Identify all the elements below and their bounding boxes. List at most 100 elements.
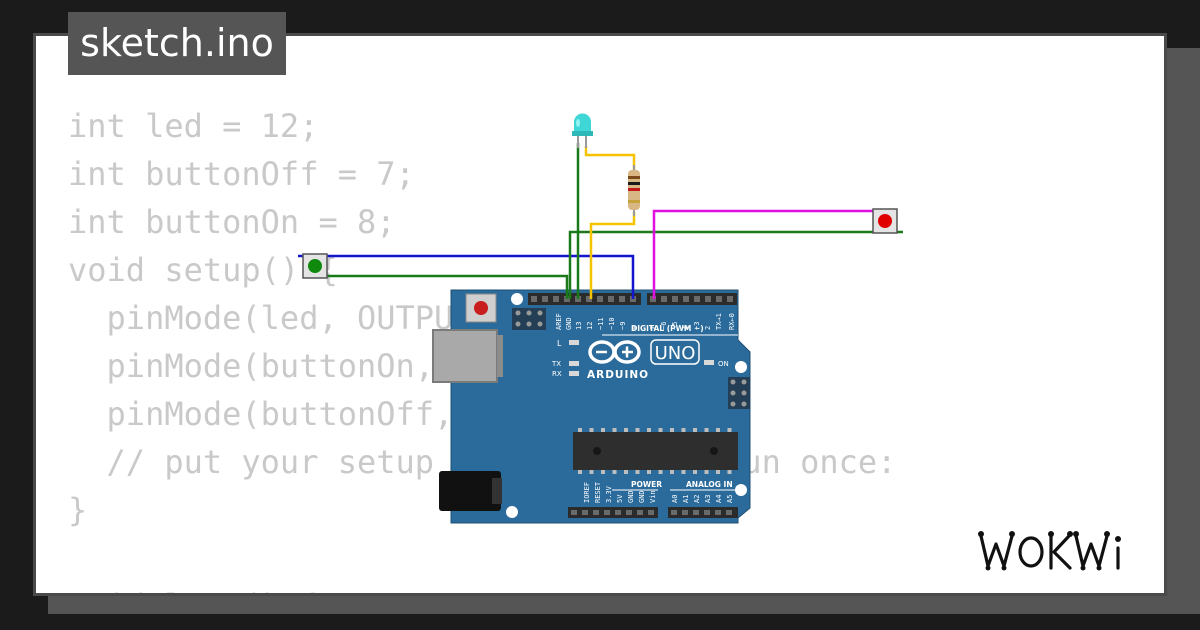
led-tx-label: TX	[551, 360, 561, 368]
reset-button-cap[interactable]	[474, 301, 488, 315]
header-pin-hole	[693, 510, 699, 515]
header-pin-hole	[682, 510, 688, 515]
analog-pin-labels: A0 A1 A2 A3 A4 A5	[671, 495, 734, 503]
led-rx-label: RX	[552, 370, 562, 378]
pin-label: GND	[638, 490, 646, 503]
arduino-label: ARDUINO	[587, 369, 649, 381]
header-pin-hole	[571, 510, 577, 515]
wire-green-right[interactable]	[568, 230, 903, 299]
header-pin-hole	[531, 296, 537, 302]
pin-label: RX←0	[728, 313, 736, 330]
wire-green-left[interactable]	[317, 274, 569, 299]
pin-label: ~10	[608, 317, 616, 330]
pin-label: A5	[726, 495, 734, 503]
led-component[interactable]	[572, 113, 593, 149]
code-line: int buttonOff = 7;	[68, 155, 415, 193]
header-pin-hole	[705, 296, 711, 302]
pin-label: A4	[715, 495, 723, 503]
header-pin-hole	[648, 510, 654, 515]
pin-label: ~3	[693, 322, 701, 330]
analog-header	[668, 507, 738, 518]
power-label: POWER	[631, 480, 662, 489]
usb-connector	[432, 329, 498, 383]
header-pin-hole	[683, 296, 689, 302]
uno-badge	[650, 339, 700, 365]
header-pin-hole	[553, 296, 559, 302]
header-pin-hole	[637, 510, 643, 515]
code-line: }	[68, 491, 88, 529]
header-pin-hole	[672, 296, 678, 302]
header-pin-hole	[716, 296, 722, 302]
header-pin-hole	[671, 510, 677, 515]
digital-header-right	[647, 293, 737, 305]
led-on-label: ON	[718, 360, 729, 368]
code-line: void setup() {	[68, 251, 338, 289]
header-pin-hole	[727, 296, 733, 302]
header-pin-hole	[582, 510, 588, 515]
pin-label: GND	[627, 490, 635, 503]
wire-yellow-led[interactable]	[584, 146, 636, 170]
pin-label: ~6	[660, 322, 668, 330]
power-jack	[439, 471, 501, 511]
pushbutton-red[interactable]	[872, 208, 898, 234]
header-pin-hole	[542, 296, 548, 302]
power-pin-labels: IOREF RESET 3.3V 5V GND GND Vin	[583, 481, 657, 503]
wokwi-logo-mark	[978, 531, 1121, 571]
pin-label: A2	[693, 495, 701, 503]
header-pin-hole	[604, 510, 610, 515]
pin-label: A0	[671, 495, 679, 503]
code-line: int led = 12;	[68, 107, 319, 145]
power-header	[568, 507, 658, 518]
pin-label: RESET	[594, 481, 602, 503]
arduino-logo	[588, 340, 641, 364]
header-pin-hole	[694, 296, 700, 302]
pin-label: 2	[704, 326, 712, 330]
pin-label: GND	[565, 317, 573, 330]
pin-label: Vin	[649, 490, 657, 503]
microcontroller-chip	[573, 428, 738, 474]
pushbutton-green[interactable]	[302, 253, 328, 279]
arduino-uno-board[interactable]: AREF GND 13 12 ~11 ~10 ~9 8 7 ~6 ~5 4 ~3…	[432, 289, 751, 524]
resistor-component[interactable]	[628, 165, 640, 216]
pin-label: ~9	[619, 322, 627, 330]
digital-label: DIGITAL (PWM ~)	[631, 324, 704, 333]
header-pin-hole	[626, 510, 632, 515]
pin-label: 8	[631, 326, 639, 330]
code-line: int buttonOn = 8;	[68, 203, 396, 241]
header-pin-hole	[661, 296, 667, 302]
header-pin-hole	[726, 510, 732, 515]
digital-pin-labels: AREF GND 13 12 ~11 ~10 ~9 8 7 ~6 ~5 4 ~3…	[555, 313, 736, 330]
wire-blue[interactable]	[298, 254, 635, 299]
pin-label: 12	[586, 322, 594, 330]
pin-label: 13	[575, 322, 583, 330]
code-background: int led = 12; int buttonOff = 7; int butto…	[68, 102, 896, 593]
mounting-hole	[506, 506, 518, 518]
pin-label: 3.3V	[605, 485, 613, 503]
header-pin-hole	[715, 510, 721, 515]
uno-label: UNO	[655, 343, 696, 364]
header-pin-hole	[597, 296, 603, 302]
pin-label: A1	[682, 495, 690, 503]
pin-label: 4	[682, 326, 690, 330]
wire-yellow-pin12[interactable]	[589, 212, 636, 299]
header-pin-hole	[608, 296, 614, 302]
header-pin-hole	[615, 510, 621, 515]
pin-label: ~5	[671, 322, 679, 330]
analog-label: ANALOG IN	[686, 480, 733, 489]
icsp-header-side	[728, 377, 750, 409]
pin-label: A3	[704, 495, 712, 503]
header-pin-hole	[586, 296, 592, 302]
wokwi-logo: WOKWi	[976, 524, 1152, 578]
pin-label: IOREF	[583, 482, 591, 503]
status-leds: L TX RX ON	[551, 339, 729, 378]
pin-label: ~11	[597, 317, 605, 330]
header-pin-hole	[704, 510, 710, 515]
mounting-hole	[735, 484, 747, 496]
pin-label: AREF	[555, 313, 563, 330]
pin-label: 5V	[616, 494, 624, 503]
sketch-filename-tab[interactable]: sketch.ino	[68, 12, 286, 75]
wire-magenta[interactable]	[652, 209, 876, 299]
mounting-hole	[511, 293, 523, 305]
pin-label: 7	[649, 326, 657, 330]
